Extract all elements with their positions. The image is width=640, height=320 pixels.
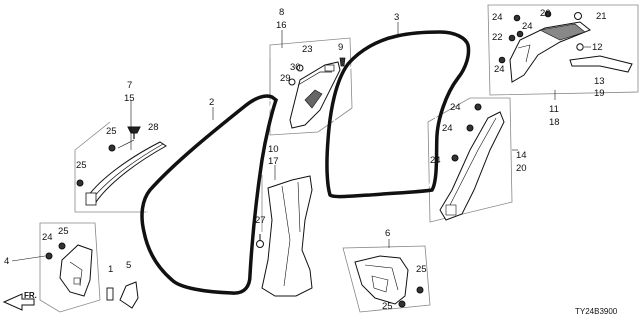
- callout-18: 18: [549, 117, 560, 128]
- weatherstrip-part-2-inner: [146, 99, 273, 290]
- callouts: 1 2 3 4 5 6 7 15 8 16 9 10 17 11 18 12 1…: [4, 7, 607, 312]
- group-box-11: [487, 4, 639, 96]
- callout-19: 19: [594, 88, 605, 99]
- clip-24-u1: [513, 14, 521, 22]
- callout-6: 6: [385, 228, 390, 239]
- callout-25-c: 25: [58, 226, 69, 237]
- callout-7: 7: [127, 80, 132, 91]
- clip-25-kick: [58, 242, 66, 250]
- clip-22: [508, 34, 516, 42]
- callout-24-g: 24: [42, 232, 53, 243]
- callout-25-b: 25: [76, 160, 87, 171]
- callout-23: 23: [302, 44, 313, 55]
- callout-24-c: 24: [494, 64, 505, 75]
- callout-25-a: 25: [106, 126, 117, 137]
- callout-24-e: 24: [442, 123, 453, 134]
- trim-part-5: [119, 281, 139, 309]
- leader-lines: [11, 22, 591, 262]
- clip-24-r3: [451, 154, 459, 162]
- pillar-garnish-part-7: [85, 141, 167, 206]
- callout-5: 5: [126, 260, 131, 271]
- group-box-14: [427, 97, 513, 223]
- pillar-garnish-part-14: [439, 111, 505, 221]
- callout-16: 16: [276, 20, 287, 31]
- garnish-part-13: [569, 55, 633, 73]
- callout-30: 30: [290, 62, 301, 73]
- pillar-garnish-part-10: [261, 175, 313, 297]
- callout-17: 17: [268, 156, 279, 167]
- callout-24-b: 24: [522, 21, 533, 32]
- front-direction-arrow: [2, 293, 35, 311]
- callout-25-d: 25: [416, 264, 427, 275]
- callout-26: 26: [540, 8, 551, 19]
- front-direction-label: FR.: [24, 291, 37, 300]
- group-box-6: [342, 245, 431, 313]
- garnish-part-11: [509, 21, 591, 83]
- label-part-1: [106, 287, 114, 301]
- screw-21: [574, 12, 582, 20]
- callout-27: 27: [255, 215, 266, 226]
- clip-24-u2: [516, 30, 524, 38]
- callout-13: 13: [594, 76, 605, 87]
- kick-panel-part-6: [354, 255, 409, 305]
- clip-24-r2: [466, 124, 474, 132]
- clip-25-b: [76, 179, 84, 187]
- callout-10: 10: [268, 144, 279, 155]
- garnish-part-8: [289, 61, 341, 129]
- callout-24-f: 24: [430, 155, 441, 166]
- callout-1: 1: [108, 264, 113, 275]
- clip-25-a: [108, 144, 116, 152]
- callout-22: 22: [492, 32, 503, 43]
- clip-part-27: [256, 234, 264, 248]
- clip-12: [576, 43, 584, 51]
- clip-25-rear-a: [416, 286, 424, 294]
- group-box-7: [74, 121, 148, 213]
- screw-part-29: [288, 78, 296, 86]
- callout-4: 4: [4, 256, 9, 267]
- callout-25-e: 25: [382, 301, 393, 312]
- callout-9: 9: [338, 42, 343, 53]
- weatherstrip-part-3-inner: [330, 35, 465, 193]
- weatherstrip-part-3: [325, 30, 471, 199]
- callout-2: 2: [209, 97, 214, 108]
- callout-8: 8: [279, 7, 284, 18]
- callout-15: 15: [124, 93, 135, 104]
- weatherstrip-part-2: [140, 94, 279, 295]
- callout-3: 3: [394, 12, 399, 23]
- clip-part-28: [127, 126, 141, 139]
- clip-26: [544, 10, 552, 18]
- callout-28: 28: [148, 122, 159, 133]
- callout-12: 12: [592, 42, 603, 53]
- callout-29: 29: [280, 73, 291, 84]
- callout-24-a: 24: [492, 12, 503, 23]
- diagram-code: TY24B3900: [575, 307, 618, 316]
- clip-part-9: [339, 57, 346, 67]
- clip-25-rear-b: [398, 300, 406, 308]
- clip-24-u3: [498, 56, 506, 64]
- clip-24-r1: [474, 103, 482, 111]
- callout-11: 11: [549, 104, 559, 115]
- callout-24-d: 24: [450, 102, 461, 113]
- callout-21: 21: [596, 11, 607, 22]
- kick-panel-part-4: [59, 244, 93, 297]
- callout-14: 14: [516, 150, 527, 161]
- callout-20: 20: [516, 163, 527, 174]
- clip-24-kick: [45, 252, 53, 260]
- screw-part-30: [296, 64, 304, 72]
- group-box-4: [39, 222, 101, 313]
